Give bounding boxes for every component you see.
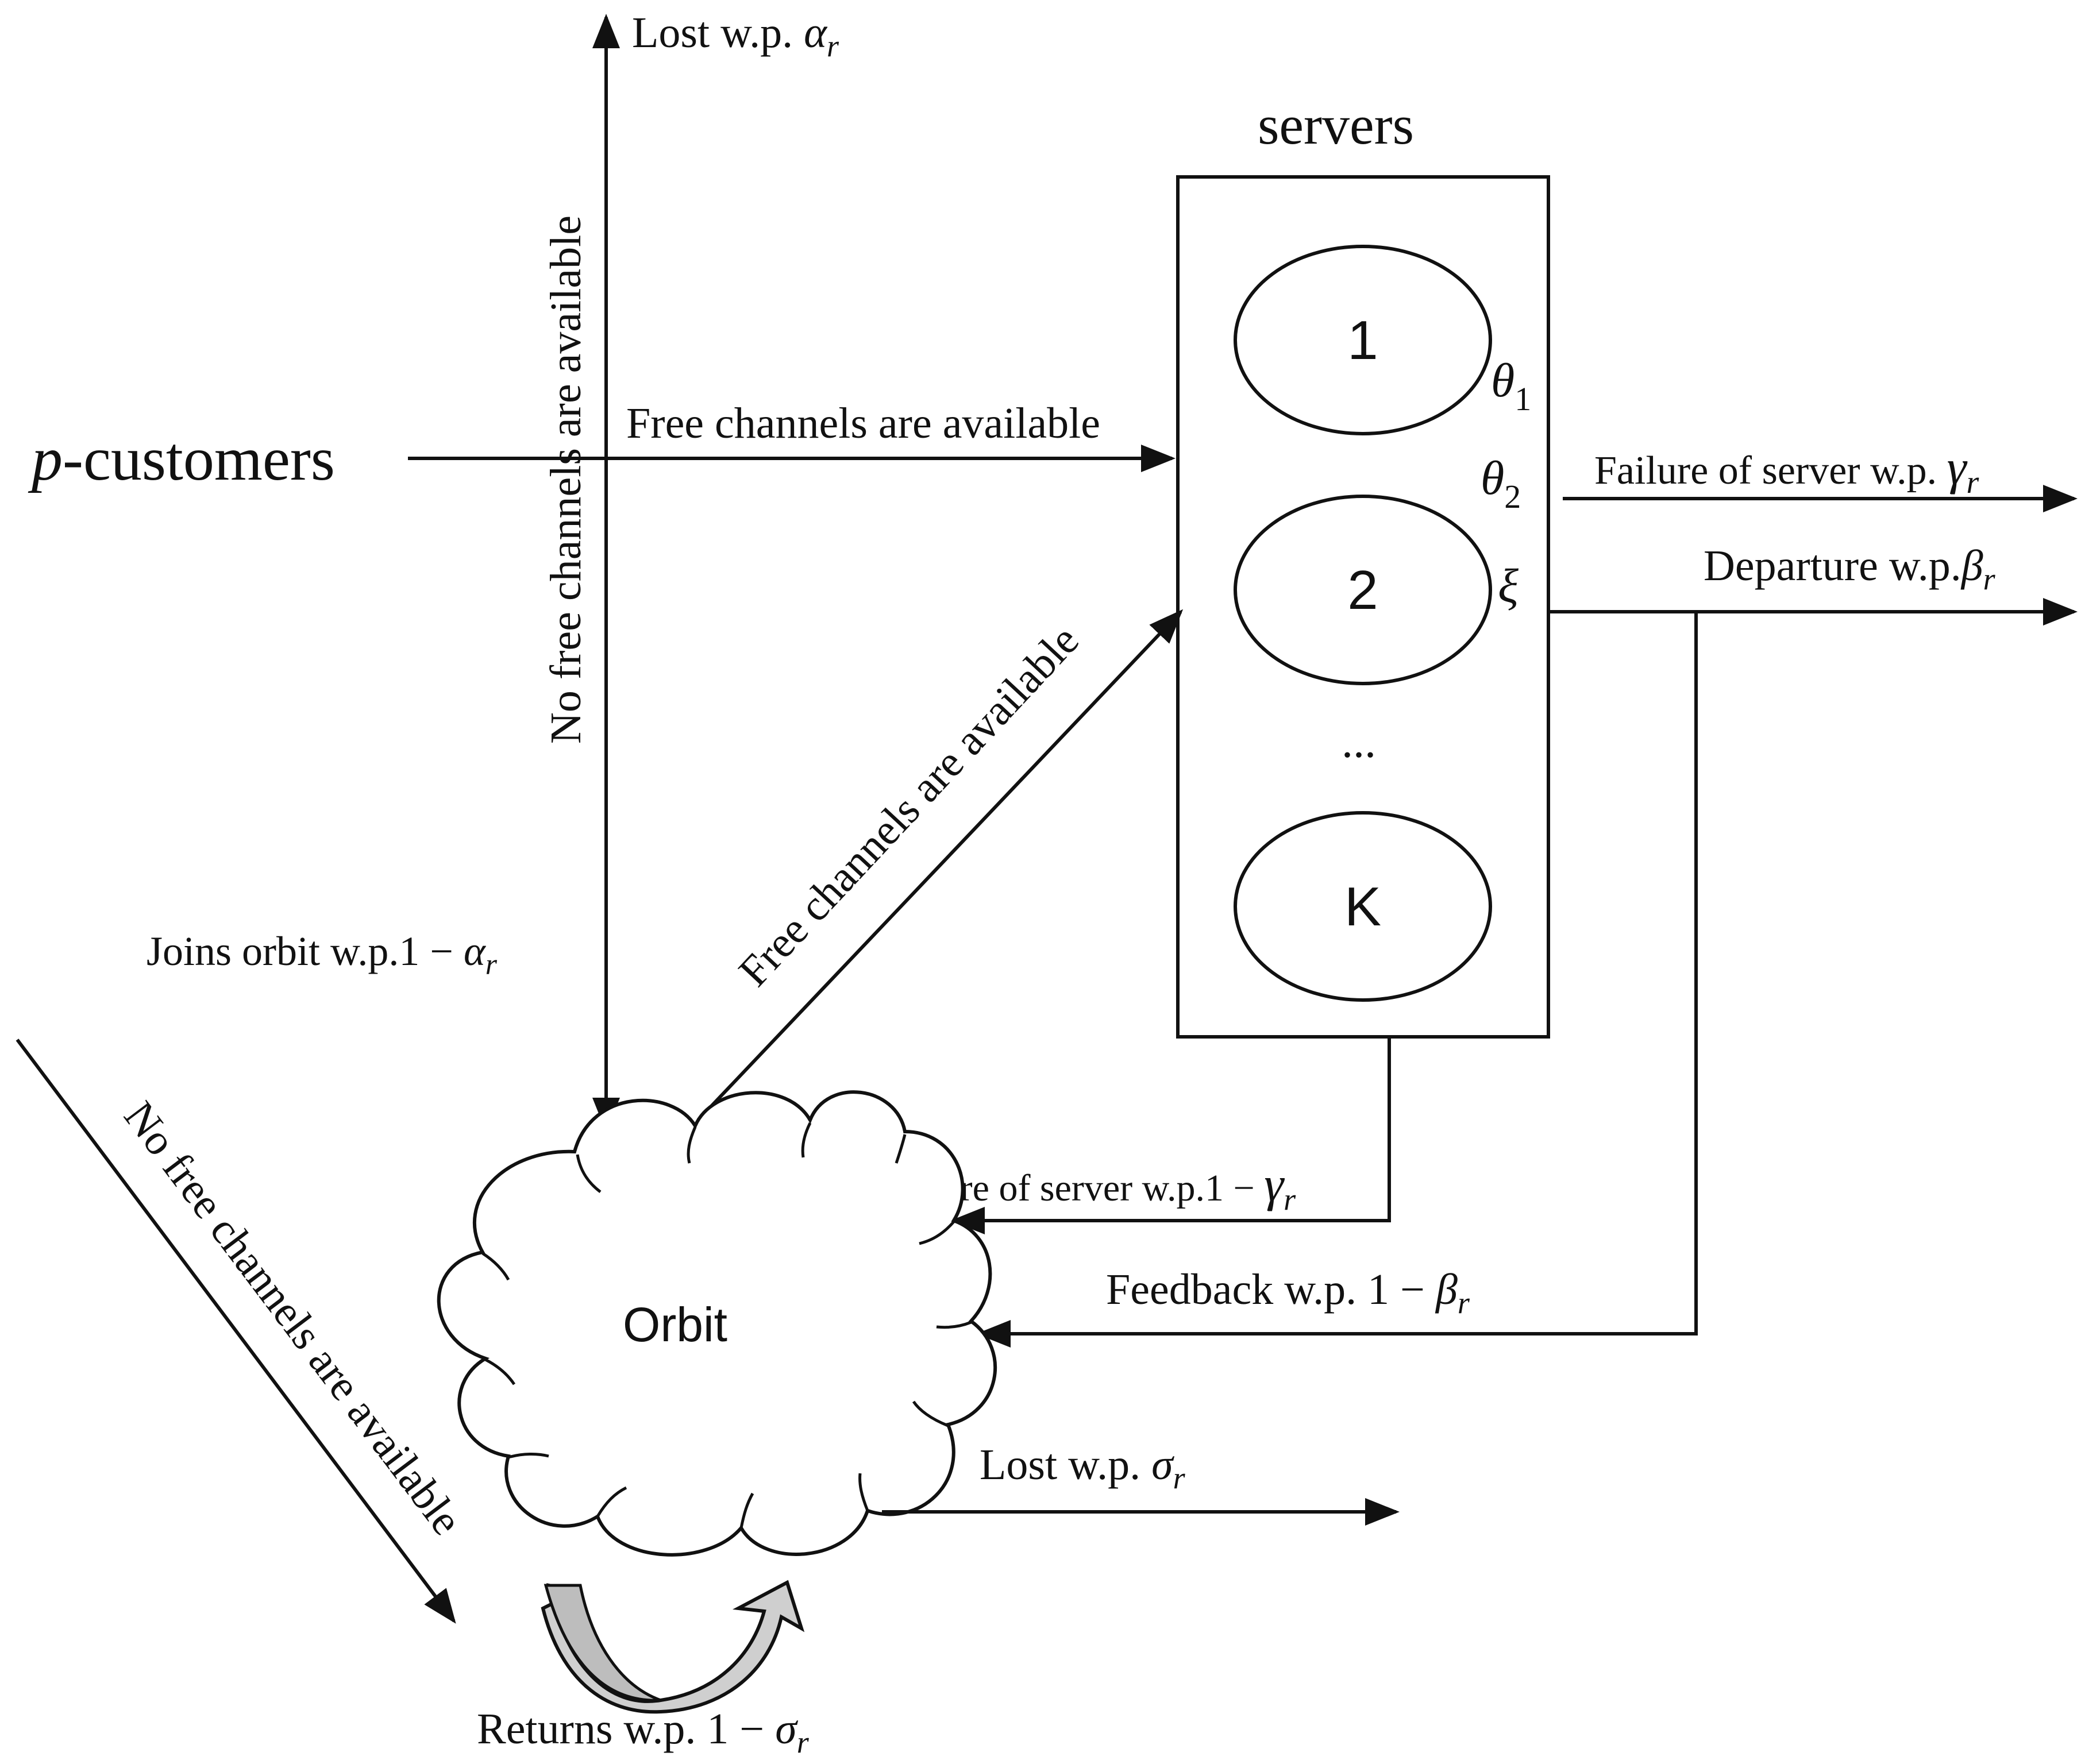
free-channels-label-top: Free channels are available <box>626 399 1100 447</box>
xi-label: ξ <box>1498 559 1519 613</box>
channel-1-label: 1 <box>1347 310 1378 371</box>
theta-1-label: θ1 <box>1491 354 1531 418</box>
no-free-channels-diagonal-arrow <box>16 1039 456 1624</box>
orbit-label: Orbit <box>623 1298 727 1352</box>
orbit-to-servers-arrow <box>696 609 1184 1122</box>
theta-2-label: θ2 <box>1481 451 1521 515</box>
channel-k <box>1234 811 1492 1002</box>
free-channels-label-diagonal: Free channels are available <box>730 616 1088 996</box>
lost-top-label: Lost w.p. αr <box>632 9 839 63</box>
no-free-channels-diagonal-label: No free channels are available <box>115 1093 472 1543</box>
returns-arrow-tail <box>544 1584 661 1702</box>
feedback-label: Feedback w.p. 1 − βr <box>1106 1265 1470 1320</box>
channel-ellipsis: ... <box>1342 717 1376 767</box>
joins-orbit-label: Joins orbit w.p.1 − αr <box>147 928 498 981</box>
channel-1 <box>1234 245 1492 435</box>
feedback-connector <box>976 612 1698 1348</box>
lost-orbit-label: Lost w.p. σr <box>980 1441 1186 1495</box>
returns-curved-arrow <box>541 1580 805 1714</box>
failure-to-orbit-connector <box>950 1037 1391 1234</box>
servers-title: servers <box>1258 94 1414 156</box>
servers-box <box>1176 175 1550 1039</box>
departure-label: Departure w.p.βr <box>1704 542 1996 596</box>
returns-label: Returns w.p. 1 − σr <box>477 1705 810 1759</box>
channel-2 <box>1234 495 1492 685</box>
failure-right-label: Failure of server w.p. γr <box>1594 439 1979 500</box>
p-customers-label: p-customers <box>28 425 335 493</box>
channel-2-label: 2 <box>1347 559 1378 621</box>
channel-k-label: K <box>1344 876 1381 937</box>
no-free-channels-vertical: No free channels are available <box>542 215 590 744</box>
orbit-cloud-inner-curves <box>481 1122 972 1528</box>
